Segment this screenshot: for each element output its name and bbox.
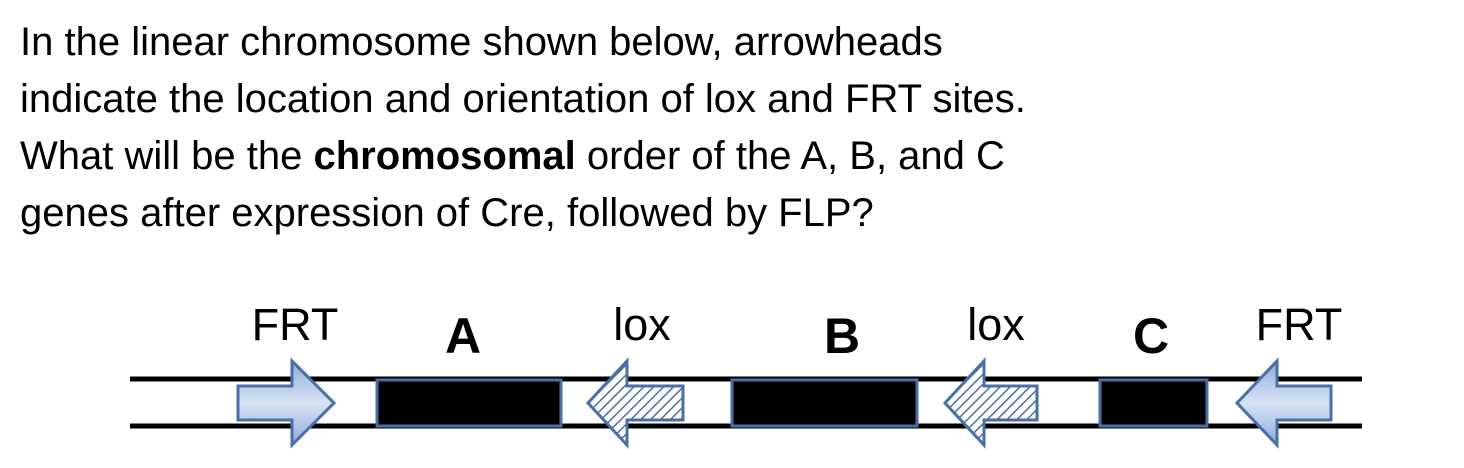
gene-c-block [1098, 378, 1209, 428]
frt-site-left-arrow [236, 357, 337, 449]
frt-site-right-arrow [1234, 357, 1333, 449]
question-line-3-start: What will be the [20, 134, 314, 178]
lox-left-label: lox [613, 299, 671, 350]
gene-a-label: A [445, 308, 481, 364]
frt-left-label: FRT [252, 299, 339, 350]
question-emphasis: chromosomal [313, 134, 576, 178]
gene-a-block [375, 378, 563, 428]
lox-site-left-arrow [585, 357, 685, 449]
gene-b-block [730, 378, 919, 428]
lox-site-right-arrow [942, 357, 1039, 449]
question-line-4: genes after expression of Cre, followed … [20, 191, 874, 235]
lox-right-label: lox [967, 299, 1025, 350]
question-line-2: indicate the location and orientation of… [20, 77, 1026, 121]
gene-c-label: C [1133, 308, 1169, 364]
question-line-3-end: order of the A, B, and C [575, 134, 1005, 178]
question-line-3: What will be the chromosomal order of th… [20, 128, 1440, 185]
question-line-1: In the linear chromosome shown below, ar… [20, 20, 943, 64]
frt-right-label: FRT [1256, 299, 1343, 350]
question-text: In the linear chromosome shown below, ar… [20, 14, 1440, 242]
gene-b-label: B [824, 308, 860, 364]
